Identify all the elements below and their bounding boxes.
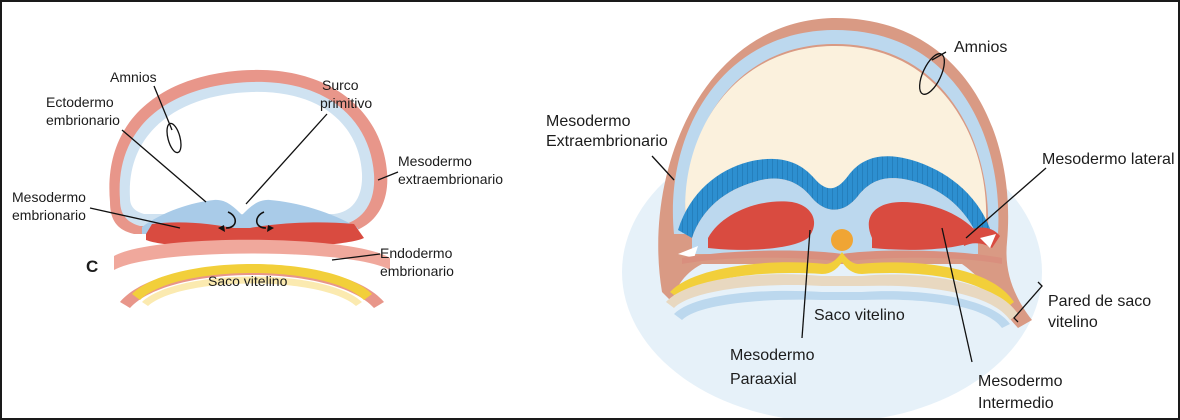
right-panel: Amnios Mesodermo Extraembrionario Mesode… bbox=[546, 18, 1175, 418]
label-pared-1: Pared de saco bbox=[1048, 293, 1151, 310]
label-meso-extra-right-2: Extraembrionario bbox=[546, 133, 668, 150]
label-amnios-right: Amnios bbox=[954, 39, 1007, 56]
label-surco-2: primitivo bbox=[320, 95, 372, 111]
label-endodermo-2: embrionario bbox=[380, 263, 454, 279]
label-saco-left: Saco vitelino bbox=[208, 273, 288, 289]
label-ectodermo-2: embrionario bbox=[46, 112, 120, 128]
label-meso-embr-2: embrionario bbox=[12, 207, 86, 223]
label-paraaxial-2: Paraaxial bbox=[730, 371, 797, 388]
label-endodermo-1: Endodermo bbox=[380, 245, 453, 261]
label-panel-letter: C bbox=[86, 257, 98, 276]
label-intermedio-1: Mesodermo bbox=[978, 373, 1063, 390]
label-intermedio-2: Intermedio bbox=[978, 395, 1054, 412]
label-surco-1: Surco bbox=[322, 77, 359, 93]
label-saco-right: Saco vitelino bbox=[814, 307, 905, 324]
label-amnios-left: Amnios bbox=[110, 69, 157, 85]
right-notochord bbox=[831, 229, 853, 251]
label-meso-embr-1: Mesodermo bbox=[12, 189, 86, 205]
left-panel: Amnios Ectodermo embrionario Surco primi… bbox=[12, 69, 503, 308]
label-pared-2: vitelino bbox=[1048, 314, 1098, 331]
label-ectodermo-1: Ectodermo bbox=[46, 94, 114, 110]
label-meso-lateral: Mesodermo lateral bbox=[1042, 151, 1175, 168]
label-paraaxial-1: Mesodermo bbox=[730, 347, 815, 364]
label-meso-extra-left-1: Mesodermo bbox=[398, 153, 472, 169]
label-meso-extra-right-1: Mesodermo bbox=[546, 113, 631, 130]
label-meso-extra-left-2: extraembrionario bbox=[398, 171, 503, 187]
